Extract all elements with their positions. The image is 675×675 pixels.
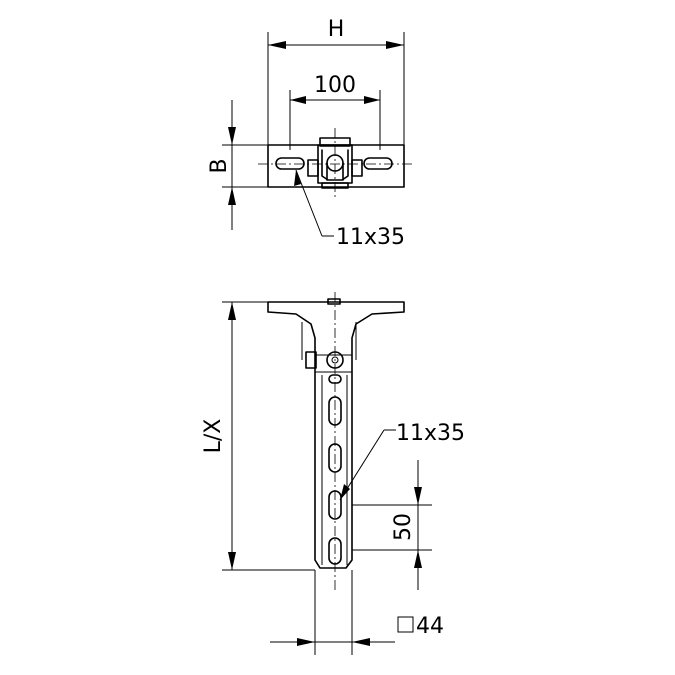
- dimension-44: 44: [270, 614, 444, 646]
- dimension-h: H: [268, 17, 404, 49]
- profile-slots: [328, 374, 342, 565]
- front-view: L/X 11x35 50 44: [201, 292, 465, 655]
- dimension-h-label: H: [328, 17, 345, 42]
- base-plate-front: [267, 301, 405, 569]
- slot-left: [275, 157, 305, 170]
- square-profile-icon: [397, 616, 414, 633]
- dimension-44-label: 44: [416, 614, 444, 639]
- dimension-b-label: B: [207, 158, 232, 173]
- leader-slot-top: 11x35: [294, 169, 405, 250]
- top-view: H 100: [207, 17, 414, 250]
- dimension-lx: L/X: [201, 302, 236, 570]
- dimension-50-label: 50: [391, 513, 416, 541]
- slot-right: [363, 157, 393, 170]
- dimension-100-label: 100: [314, 73, 356, 98]
- slot-top-label: 11x35: [336, 225, 405, 250]
- bolt: [305, 351, 344, 369]
- leader-slot-bottom: 11x35: [339, 421, 465, 501]
- slot-bottom-label: 11x35: [396, 421, 465, 446]
- dimension-b: B: [207, 100, 236, 230]
- dimension-lx-label: L/X: [201, 419, 226, 454]
- central-clamp: [307, 137, 363, 189]
- dimension-100: 100: [290, 73, 380, 104]
- dimension-50: 50: [391, 460, 422, 590]
